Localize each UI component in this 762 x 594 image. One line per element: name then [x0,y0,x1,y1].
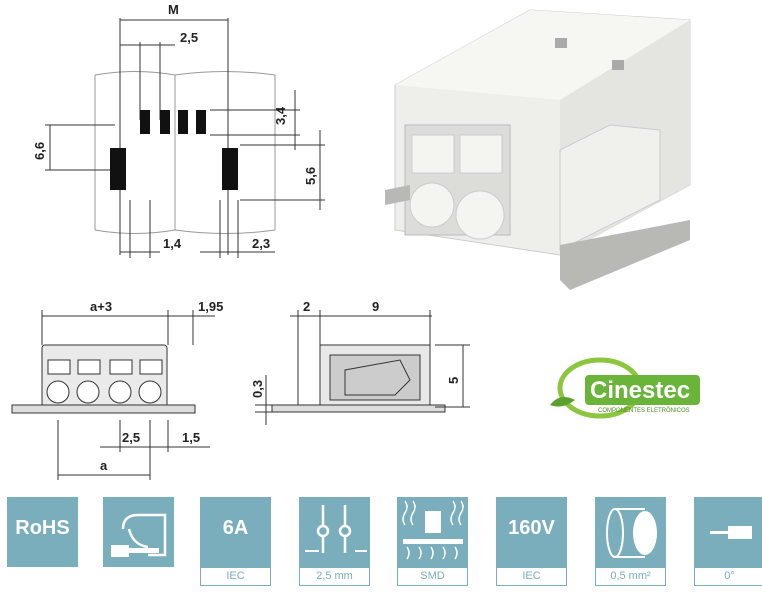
dim-front: 2 [303,299,310,314]
connection-angle-label: 0° [694,567,762,586]
dim-width: a+3 [90,299,112,314]
dim-offset: 1,95 [198,299,223,314]
product-photo [385,9,691,290]
dim-m: M [168,2,179,17]
smd-icon [397,497,468,567]
logo-tagline: COMPONENTES ELETRÔNICOS [598,407,690,414]
voltage-rating-label: IEC [496,567,567,586]
dim-a: a [100,458,108,473]
dim-front-pitch: 2,5 [122,430,140,445]
side-drawing [255,310,470,425]
footprint-drawing [45,18,325,258]
dim-pad-height: 3,4 [273,106,288,125]
logo-name: Cinestec [590,377,690,404]
dim-pad-gap: 2,3 [252,236,270,251]
voltage-rating-icon: 160V [496,497,567,567]
wire-cross-section-label: 0,5 mm² [595,567,666,586]
footprint-pads [110,110,238,190]
dim-depth: 9 [372,299,379,314]
dim-pitch: 2,5 [180,30,198,45]
dim-standoff: 0,3 [250,380,265,398]
wire-insertion-icon [103,497,174,567]
rohs-icon: RoHS [7,497,78,567]
front-drawing [11,310,215,480]
connection-angle-icon [694,497,762,567]
dim-pad-width: 1,4 [163,236,182,251]
dim-edge: 1,5 [182,430,200,445]
dim-row-span: 6,6 [32,142,47,160]
pitch-icon [299,497,370,567]
current-rating-icon: 6A [200,497,271,567]
smd-label: SMD [397,567,468,586]
wire-cross-section-icon [595,497,666,567]
current-rating-label: IEC [200,567,271,586]
pitch-label: 2,5 mm [299,567,370,586]
dim-pad-length: 5,6 [303,167,318,185]
cinestec-logo: Cinestec COMPONENTES ELETRÔNICOS [550,357,700,419]
dim-height: 5 [446,377,461,384]
